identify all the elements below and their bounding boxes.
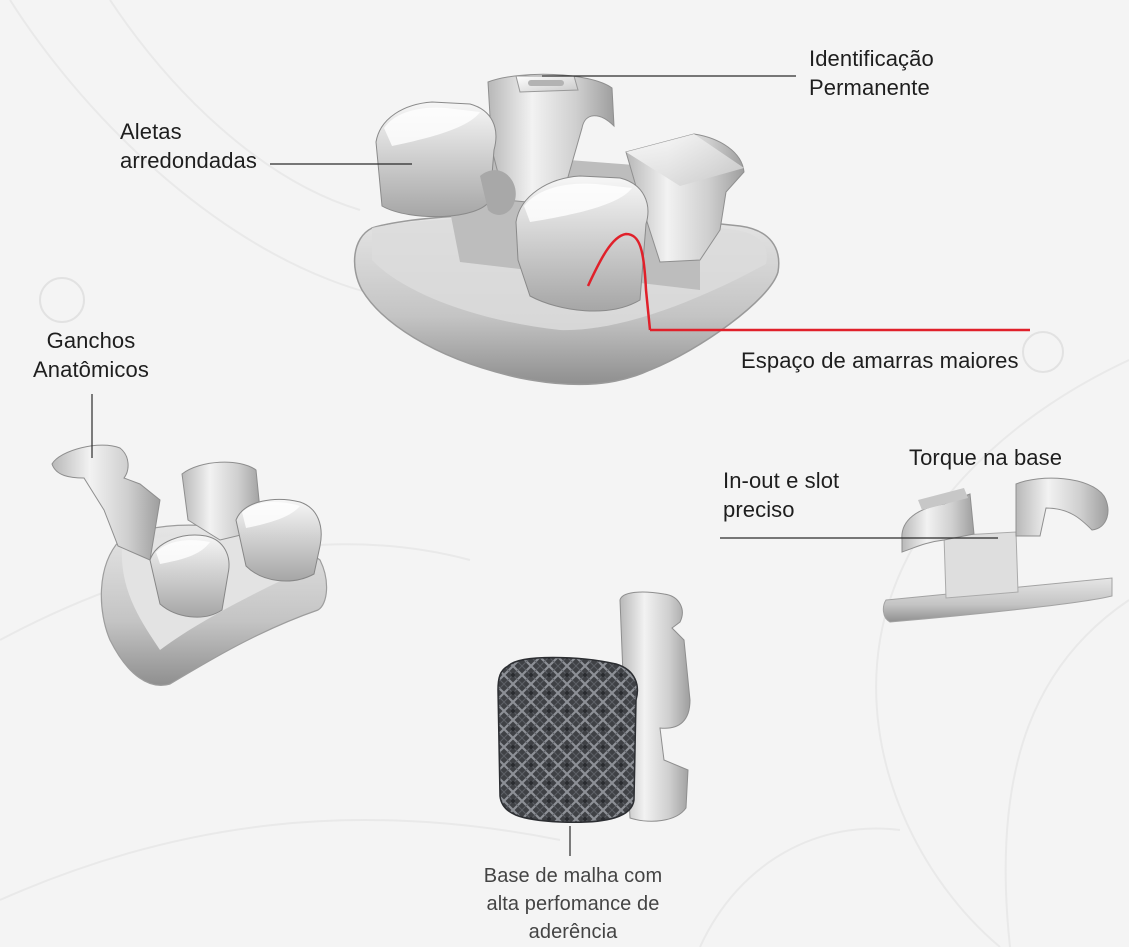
callout-line: preciso bbox=[723, 497, 795, 522]
callout-torque-na-base: Torque na base bbox=[909, 443, 1062, 472]
callout-line: aderência bbox=[528, 921, 618, 943]
callout-line: arredondadas bbox=[120, 148, 257, 173]
callout-line: Aletas bbox=[120, 119, 182, 144]
profile-bracket-illustration bbox=[882, 477, 1113, 623]
callout-aletas-arredondadas: Aletas arredondadas bbox=[120, 117, 257, 175]
callout-line: alta perfomance de bbox=[486, 893, 660, 915]
hook-bracket-illustration bbox=[51, 444, 328, 686]
callout-identificacao-permanente: Identificação Permanente bbox=[809, 44, 934, 102]
callout-line: Anatômicos bbox=[33, 357, 149, 382]
mesh-base-bracket-illustration bbox=[497, 591, 691, 824]
leader-lines bbox=[91, 75, 998, 856]
callout-line: Torque na base bbox=[909, 445, 1063, 470]
callout-line: Base de malha com bbox=[483, 865, 663, 887]
callout-base-de-malha: Base de malha com alta perfomance de ade… bbox=[462, 862, 684, 946]
callout-line: Identificação bbox=[809, 46, 934, 71]
callout-line: Espaço de amarras maiores bbox=[741, 348, 1019, 373]
callout-line: Ganchos bbox=[46, 328, 136, 353]
callout-line: Permanente bbox=[809, 75, 930, 100]
callout-ganchos-anatomicos: Ganchos Anatômicos bbox=[28, 326, 154, 384]
callout-espaco-amarras: Espaço de amarras maiores bbox=[741, 346, 1019, 375]
callout-in-out-slot: In-out e slot preciso bbox=[723, 466, 839, 524]
main-bracket-illustration bbox=[353, 73, 1030, 386]
callout-line: In-out e slot bbox=[723, 468, 840, 493]
